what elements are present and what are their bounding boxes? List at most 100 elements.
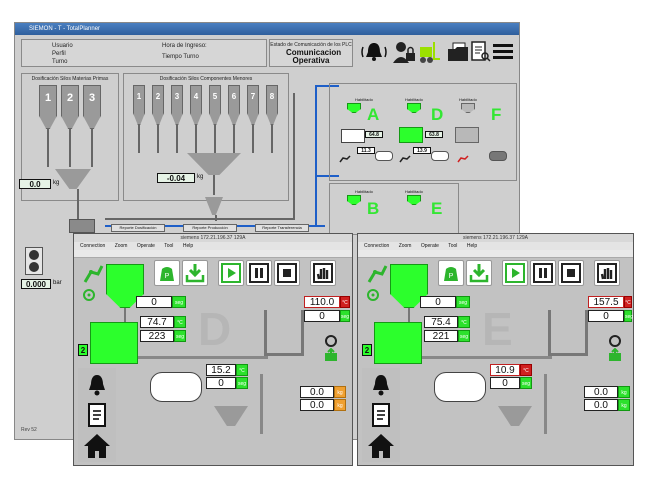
hand-manual-button[interactable] xyxy=(594,260,620,286)
silo-comp-5[interactable]: 5 xyxy=(209,85,221,125)
silo-number: 4 xyxy=(193,92,199,101)
silo-number: 2 xyxy=(66,92,74,104)
seg2-unit: seg xyxy=(458,330,470,342)
dose-bag-button[interactable]: P xyxy=(154,260,180,286)
silo-comp-4[interactable]: 4 xyxy=(190,85,202,125)
play-button[interactable] xyxy=(502,260,528,286)
pause-button[interactable] xyxy=(246,260,272,286)
pipe xyxy=(260,374,263,434)
reporte-dosificacion-button[interactable]: Reporte Dosificación xyxy=(111,224,165,232)
download-button[interactable] xyxy=(466,260,492,286)
silo-number: 8 xyxy=(269,92,275,101)
home-icon[interactable] xyxy=(82,432,112,460)
silo-comp-3[interactable]: 3 xyxy=(171,85,183,125)
pipe xyxy=(252,125,254,153)
menu-operate[interactable]: Operate xyxy=(136,243,155,249)
tank-a-letter: A xyxy=(367,105,380,124)
forklift-icon[interactable] xyxy=(417,39,441,65)
reporte-transferencia-button[interactable]: Reporte Transferencia xyxy=(255,224,309,232)
silo-comp-8[interactable]: 8 xyxy=(266,85,278,125)
menu-zoom[interactable]: Zoom xyxy=(114,243,128,249)
document-search-icon[interactable] xyxy=(471,41,491,63)
right-top-value: 110.0 xyxy=(304,296,340,308)
home-icon[interactable] xyxy=(366,432,396,460)
silo-comp-7[interactable]: 7 xyxy=(247,85,259,125)
temp-unit: °C xyxy=(458,316,470,328)
reporte-produccion-button[interactable]: Reporte Producción xyxy=(183,224,237,232)
document-icon[interactable] xyxy=(368,402,394,428)
silo-number: 1 xyxy=(44,92,52,104)
kg2-unit: kg xyxy=(334,399,346,411)
stop-button[interactable] xyxy=(558,260,584,286)
silo-comp-6[interactable]: 6 xyxy=(228,85,240,125)
export-icon[interactable] xyxy=(608,347,622,362)
menu-connection[interactable]: Connection xyxy=(364,243,390,249)
bar-value: 0.000 xyxy=(21,279,51,289)
menu-zoom[interactable]: Zoom xyxy=(398,243,412,249)
badge: 2 xyxy=(362,344,372,356)
tank-e-hopper xyxy=(407,195,421,205)
hand-manual-button[interactable] xyxy=(310,260,336,286)
robot-arm-icon[interactable] xyxy=(366,262,388,284)
right-seg-value: 0 xyxy=(304,310,340,322)
silo-number: 5 xyxy=(212,92,218,101)
play-button[interactable] xyxy=(218,260,244,286)
dose-bag-button[interactable]: P xyxy=(438,260,464,286)
habilitado-a: Habilitado xyxy=(355,97,373,102)
export-icon[interactable] xyxy=(324,347,338,362)
usuario-label: Usuario xyxy=(52,43,73,49)
green-tank[interactable] xyxy=(90,322,138,364)
materias-primas-title: Dosificación Silos Materias Primas xyxy=(31,76,109,82)
silo-mp-3[interactable]: 3 xyxy=(83,85,101,129)
sub-e-menubar: Connection Zoom Operate Tool Help xyxy=(358,242,633,250)
mid-temp-unit: °C xyxy=(520,364,532,376)
tank-d-body[interactable] xyxy=(399,127,423,143)
mid-seg-unit: seg xyxy=(520,377,532,389)
kg-center-unit: kg xyxy=(197,174,204,180)
tank-letter: E xyxy=(482,303,513,355)
folder-icon[interactable] xyxy=(447,41,469,63)
document-icon[interactable] xyxy=(84,402,110,428)
right-top-unit: °C xyxy=(340,296,350,308)
kg1-value: 0.0 xyxy=(300,386,334,398)
silo-mp-1[interactable]: 1 xyxy=(39,85,57,129)
tank-f-body[interactable] xyxy=(455,127,479,143)
componentes-title: Dosificación Silos Componentes Menores xyxy=(159,76,253,82)
pipe xyxy=(176,125,178,153)
menu-tool[interactable]: Tool xyxy=(164,243,174,249)
seg2-value: 223 xyxy=(140,330,174,342)
white-tank[interactable] xyxy=(150,372,202,402)
user-lock-icon[interactable] xyxy=(391,39,417,65)
sub-d-titlebar: siemens 172.21.196.37 129A xyxy=(74,234,352,242)
green-tank[interactable] xyxy=(374,322,422,364)
menu-operate[interactable]: Operate xyxy=(420,243,439,249)
menu-help[interactable]: Help xyxy=(466,243,478,249)
menu-connection[interactable]: Connection xyxy=(80,243,106,249)
silo-comp-1[interactable]: 1 xyxy=(133,85,145,125)
robot-arm-icon[interactable] xyxy=(82,262,104,284)
download-button[interactable] xyxy=(182,260,208,286)
alarm-bell-icon[interactable] xyxy=(359,39,389,65)
tank-b-letter: B xyxy=(367,199,380,218)
pipe xyxy=(213,175,215,195)
tank-a-body[interactable] xyxy=(341,129,365,143)
white-tank[interactable] xyxy=(434,372,486,402)
blue-pipe xyxy=(315,175,339,177)
pipe xyxy=(408,308,410,324)
stop-button[interactable] xyxy=(274,260,300,286)
bell-icon[interactable] xyxy=(368,372,394,398)
right-seg-value: 0 xyxy=(588,310,624,322)
silo-mp-2[interactable]: 2 xyxy=(61,85,79,129)
materias-primas-group: Dosificación Silos Materias Primas xyxy=(21,73,119,201)
componentes-group: Dosificación Silos Componentes Menores xyxy=(123,73,289,201)
blue-pipe xyxy=(315,85,339,87)
menu-tool[interactable]: Tool xyxy=(448,243,458,249)
hamburger-menu-icon[interactable] xyxy=(493,43,513,61)
pause-button[interactable] xyxy=(530,260,556,286)
menu-help[interactable]: Help xyxy=(182,243,194,249)
silo-comp-2[interactable]: 2 xyxy=(152,85,164,125)
bell-icon[interactable] xyxy=(84,372,110,398)
sub-d-toolbar xyxy=(74,250,352,258)
kg2-value: 0.0 xyxy=(584,399,618,411)
right-seg-unit: seg xyxy=(624,310,633,322)
